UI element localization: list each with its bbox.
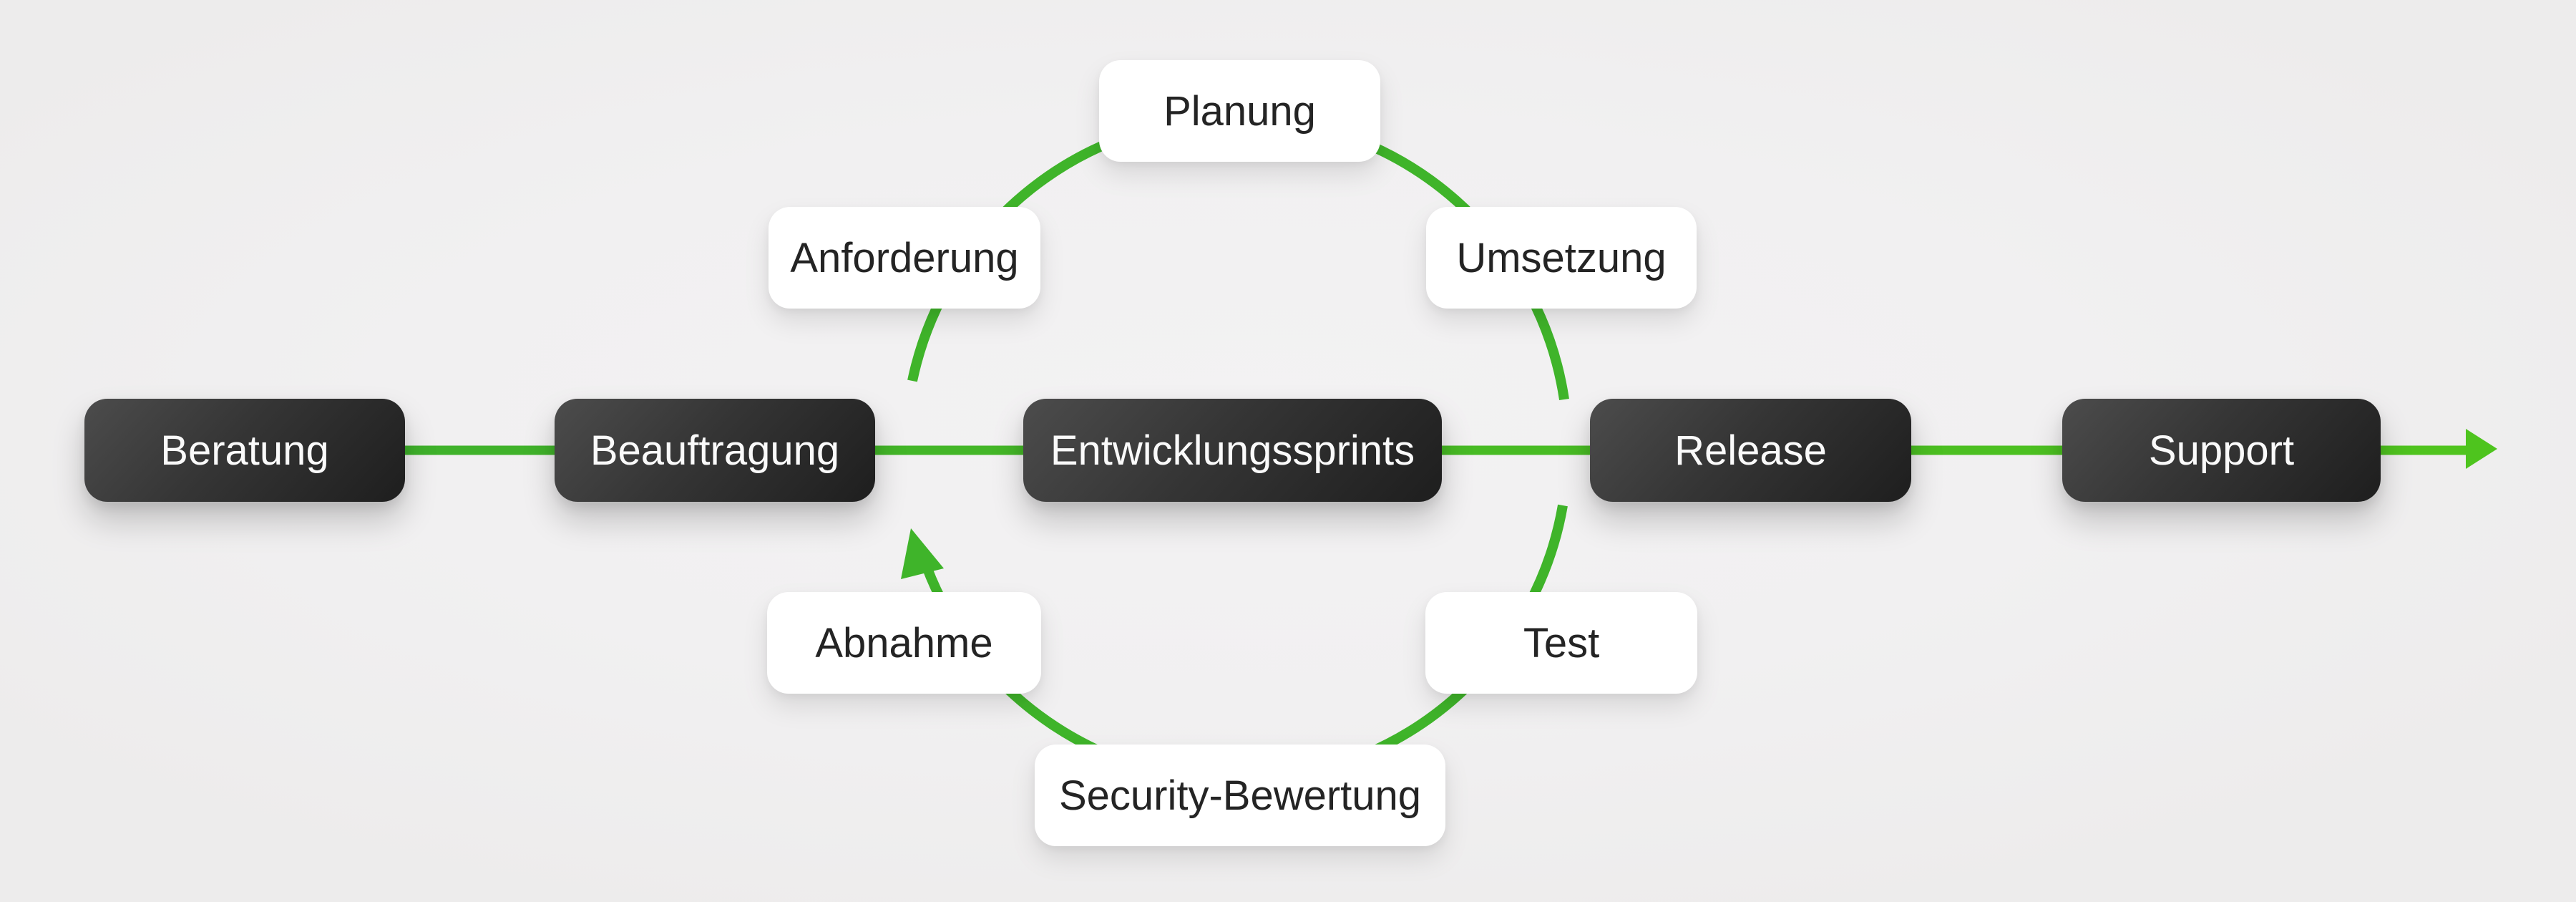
- cycle-step-anforderung: Anforderung: [769, 207, 1040, 309]
- cycle-step-security-bewertung: Security-Bewertung: [1035, 745, 1445, 846]
- flow-stage-release: Release: [1590, 399, 1911, 502]
- cycle-step-umsetzung: Umsetzung: [1426, 207, 1697, 309]
- flow-stage-beratung: Beratung: [84, 399, 405, 502]
- cycle-arrow-up-icon: [901, 528, 944, 579]
- cycle-step-abnahme: Abnahme: [767, 592, 1041, 694]
- flow-stage-entwicklungssprints: Entwicklungssprints: [1023, 399, 1442, 502]
- cycle-step-planung: Planung: [1099, 60, 1380, 162]
- flow-stage-support: Support: [2062, 399, 2381, 502]
- cycle-step-test: Test: [1425, 592, 1697, 694]
- flow-arrow-right-icon: [2466, 429, 2497, 469]
- flow-stage-beauftragung: Beauftragung: [555, 399, 875, 502]
